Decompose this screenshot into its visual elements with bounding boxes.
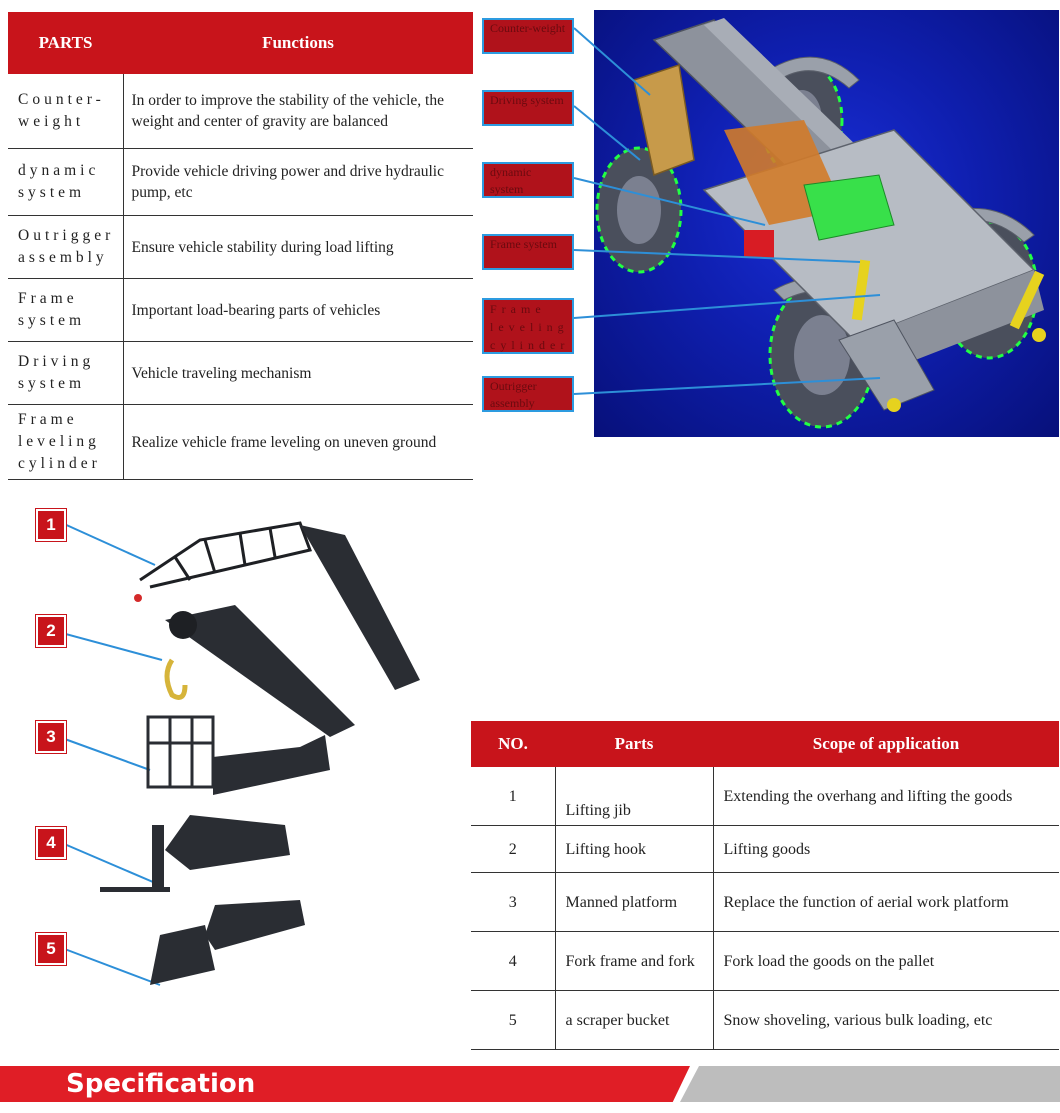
parts-table-header: PARTS Functions xyxy=(8,12,473,74)
callout-counterweight: Counter-weight xyxy=(482,18,574,54)
table-row: 4 Fork frame and fork Fork load the good… xyxy=(471,931,1059,991)
part-function: In order to improve the stability of the… xyxy=(123,74,473,149)
application-table-header: NO. Parts Scope of application xyxy=(471,721,1059,767)
number-badge: 5 xyxy=(35,932,67,966)
attachments-illustration: 1 2 3 4 5 xyxy=(0,495,470,1005)
part-name: Frame system xyxy=(8,278,124,342)
bucket-icon xyxy=(150,900,305,985)
attachment-scope: Snow shoveling, various bulk loading, et… xyxy=(713,990,1059,1050)
no-header-cell: NO. xyxy=(471,721,555,767)
banner-grey-band xyxy=(680,1066,1060,1102)
part-function: Vehicle traveling mechanism xyxy=(123,341,473,405)
callout-frame-leveling-cylinder: Frame leveling cylinder xyxy=(482,298,574,354)
callout-outrigger-assembly: Outrigger assembly xyxy=(482,376,574,412)
part-name: Driving system xyxy=(8,341,124,405)
callout-frame-system: Frame system xyxy=(482,234,574,270)
attachments-drawing xyxy=(100,521,420,985)
number-badge: 4 xyxy=(35,826,67,860)
specification-banner: Specification xyxy=(0,1066,1060,1102)
part-function: Important load-bearing parts of vehicles xyxy=(123,278,473,342)
application-table: NO. Parts Scope of application 1 Lifting… xyxy=(471,721,1059,1050)
vehicle-drawing xyxy=(595,18,1046,429)
part-name: Counter-weight xyxy=(8,74,124,149)
attachment-scope: Fork load the goods on the pallet xyxy=(713,931,1059,991)
scope-header-cell: Scope of application xyxy=(713,721,1059,767)
parts-header-cell: Parts xyxy=(555,721,713,767)
callout-dynamic-system: dynamic system xyxy=(482,162,574,198)
specification-title: Specification xyxy=(66,1069,256,1099)
attachment-name: Lifting jib xyxy=(555,767,714,826)
table-row: Counter-weight In order to improve the s… xyxy=(8,74,473,149)
attachment-scope: Replace the function of aerial work plat… xyxy=(713,872,1059,932)
part-name: Outrigger assembly xyxy=(8,215,124,279)
part-function: Ensure vehicle stability during load lif… xyxy=(123,215,473,279)
lifting-jib-icon xyxy=(139,521,312,589)
table-row: 3 Manned platform Replace the function o… xyxy=(471,872,1059,932)
table-row: Driving system Vehicle traveling mechani… xyxy=(8,341,473,405)
row-number: 3 xyxy=(471,872,556,932)
parts-header-cell: PARTS xyxy=(8,12,123,74)
number-badge: 1 xyxy=(35,508,67,542)
manned-platform-icon xyxy=(146,715,215,789)
part-name: dynamic system xyxy=(8,148,124,216)
part-function: Realize vehicle frame leveling on uneven… xyxy=(123,404,473,480)
table-row: Outrigger assembly Ensure vehicle stabil… xyxy=(8,215,473,279)
part-name: Frame leveling cylinder xyxy=(8,404,124,480)
vehicle-3d-illustration xyxy=(594,10,1059,437)
callout-driving-system: Driving system xyxy=(482,90,574,126)
attachment-name: Manned platform xyxy=(555,872,714,932)
attachment-scope: Lifting goods xyxy=(713,825,1059,873)
row-number: 5 xyxy=(471,990,556,1050)
parts-functions-table: PARTS Functions Counter-weight In order … xyxy=(8,12,473,480)
part-function: Provide vehicle driving power and drive … xyxy=(123,148,473,216)
table-row: Frame leveling cylinder Realize vehicle … xyxy=(8,404,473,480)
row-number: 2 xyxy=(471,825,556,873)
table-row: 2 Lifting hook Lifting goods xyxy=(471,825,1059,873)
row-number: 1 xyxy=(471,767,556,826)
fork-icon xyxy=(100,815,290,892)
attachment-name: a scraper bucket xyxy=(555,990,714,1050)
table-row: 5 a scraper bucket Snow shoveling, vario… xyxy=(471,990,1059,1050)
attachment-scope: Extending the overhang and lifting the g… xyxy=(713,767,1059,826)
attachment-name: Fork frame and fork xyxy=(555,931,714,991)
number-badge: 3 xyxy=(35,720,67,754)
table-row: dynamic system Provide vehicle driving p… xyxy=(8,148,473,216)
attachment-name: Lifting hook xyxy=(555,825,714,873)
table-row: Frame system Important load-bearing part… xyxy=(8,278,473,342)
banner-red-band xyxy=(0,1066,690,1102)
row-number: 4 xyxy=(471,931,556,991)
functions-header-cell: Functions xyxy=(123,12,473,74)
table-row: 1 Lifting jib Extending the overhang and… xyxy=(471,767,1059,826)
number-badge: 2 xyxy=(35,614,67,648)
